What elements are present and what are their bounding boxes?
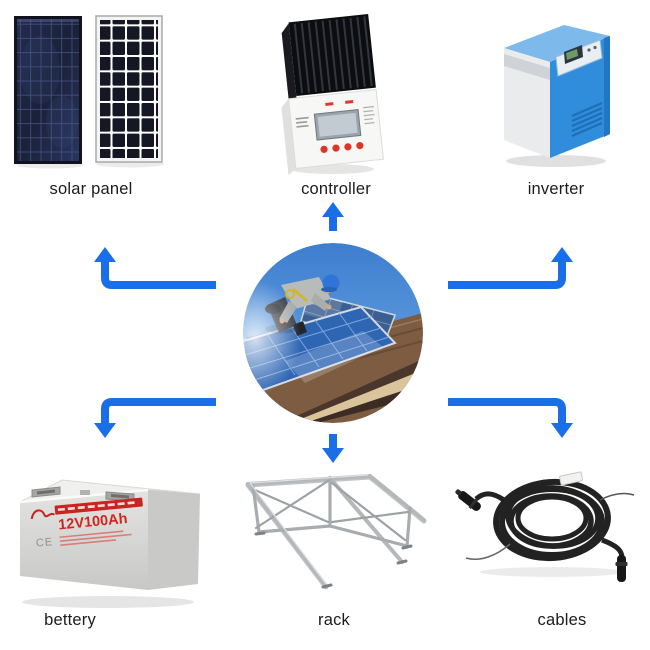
cable-tag	[559, 471, 584, 486]
rack-braces	[253, 479, 410, 542]
inverter-left-panel	[504, 48, 550, 158]
sun-glare	[243, 280, 301, 396]
controller-image	[272, 6, 397, 181]
stray-wire	[465, 543, 511, 560]
battery-shadow	[22, 596, 194, 608]
arrow-up-inverter	[448, 247, 573, 289]
controller-graphic	[281, 14, 384, 176]
arrow-up-controller	[322, 202, 344, 231]
battery-front-print: 12V100Ah CE	[30, 497, 143, 550]
solar-panel-label: solar panel	[49, 180, 133, 198]
solar-panel-graphic	[14, 15, 164, 169]
installation-photo-graphic	[243, 243, 423, 423]
inverter-shadow	[506, 155, 606, 167]
rack-graphic	[245, 474, 427, 590]
battery-graphic: 12V100Ah CE	[19, 479, 201, 608]
inverter-label: inverter	[527, 180, 585, 198]
installation-photo	[243, 243, 423, 423]
battery-capacity-text: 12V100Ah	[58, 511, 129, 533]
mc4-connector-right	[615, 555, 628, 582]
battery-handles	[31, 486, 135, 502]
cables-graphic	[455, 471, 635, 582]
heatsink-side	[281, 23, 297, 105]
battery-label: bettery	[44, 611, 96, 629]
battery-image: 12V100Ah CE	[8, 466, 213, 619]
arrow-down-cables	[448, 398, 573, 438]
arrow-down-rack	[322, 434, 344, 463]
mc4-connector-left	[455, 489, 481, 511]
ce-mark: CE	[35, 536, 53, 550]
solar-panel-image	[10, 10, 172, 175]
rack-posts	[251, 476, 412, 548]
battery-side	[148, 490, 200, 590]
cables-shadow	[480, 567, 624, 577]
poly-panel	[14, 16, 82, 164]
inverter-vents	[571, 101, 603, 138]
stray-wire	[599, 492, 635, 501]
rack-feet	[254, 531, 413, 589]
inverter-top	[504, 25, 610, 62]
controller-side	[281, 98, 296, 176]
cable-coil	[493, 478, 611, 562]
rack-label: rack	[318, 611, 350, 629]
controller-body	[288, 89, 384, 169]
controller-buttons	[320, 141, 364, 153]
controller-label: controller	[301, 180, 371, 198]
cables-image	[452, 466, 648, 591]
inverter-front	[550, 36, 610, 158]
arrow-up-solar-panel	[94, 247, 216, 289]
rack-image	[238, 468, 433, 601]
inverter-image	[492, 12, 620, 175]
mono-panel	[95, 15, 163, 163]
cables-label: cables	[537, 611, 587, 629]
heatsink	[288, 14, 376, 96]
inverter-graphic	[504, 25, 610, 167]
arrow-down-battery	[94, 398, 216, 438]
battery-logo	[30, 509, 55, 520]
